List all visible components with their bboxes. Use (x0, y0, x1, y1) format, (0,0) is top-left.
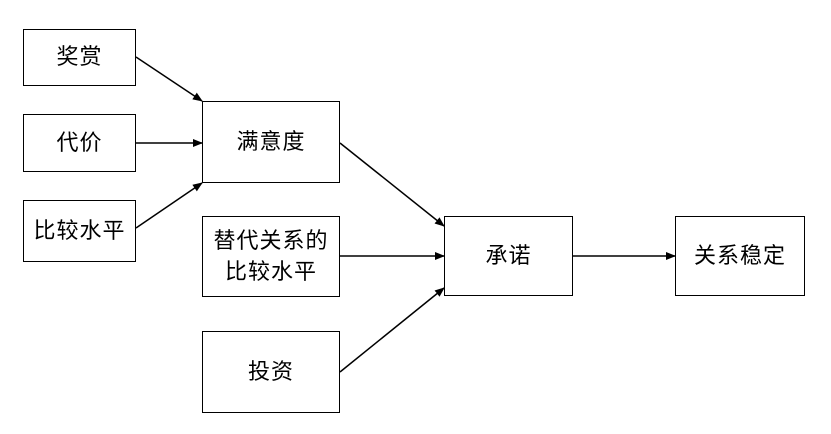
node-commitment: 承诺 (444, 216, 573, 296)
node-cost-label: 代价 (56, 130, 103, 156)
arrow-reward-to-satisfaction (135, 56, 203, 102)
node-alternative-comparison-line2: 比较水平 (224, 259, 317, 285)
node-alternative-comparison-line1: 替代关系的 (213, 228, 329, 254)
node-satisfaction-label: 满意度 (236, 129, 306, 155)
arrow-comparison-to-satisfaction (135, 182, 203, 229)
arrow-investment-to-commitment (339, 287, 445, 373)
node-investment: 投资 (202, 331, 340, 413)
node-comparison-level: 比较水平 (23, 200, 136, 262)
arrow-satisfaction-to-commitment (339, 142, 445, 227)
node-alternative-comparison: 替代关系的 比较水平 (202, 216, 340, 297)
node-commitment-label: 承诺 (485, 243, 532, 269)
node-comparison-level-label: 比较水平 (33, 218, 126, 244)
node-satisfaction: 满意度 (202, 101, 340, 183)
node-relationship-stability: 关系稳定 (675, 216, 805, 296)
node-cost: 代价 (23, 114, 136, 172)
node-investment-label: 投资 (247, 359, 294, 385)
node-reward-label: 奖赏 (56, 45, 103, 70)
node-relationship-stability-label: 关系稳定 (693, 243, 786, 269)
node-reward: 奖赏 (23, 29, 136, 86)
